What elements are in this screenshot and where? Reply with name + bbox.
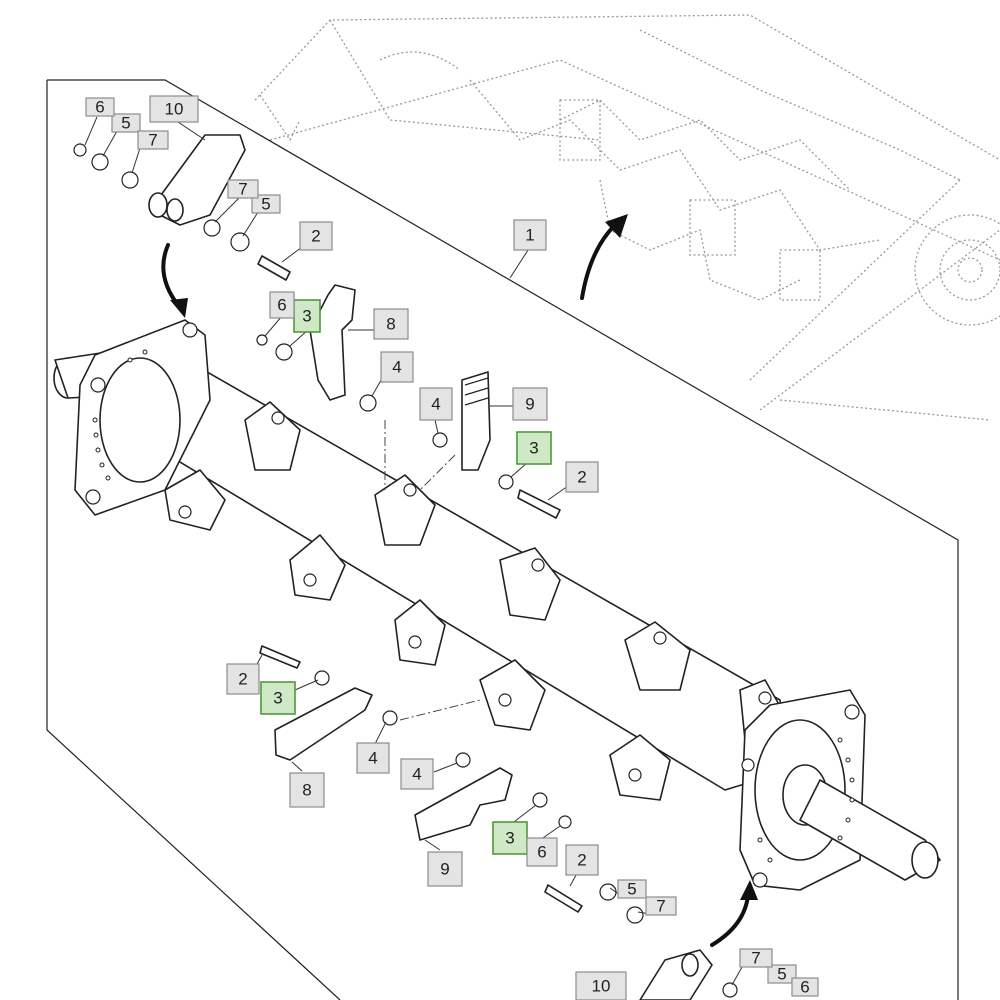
callout-3: 3 — [293, 299, 321, 333]
callout-2: 2 — [565, 844, 599, 876]
callout-label: 6 — [95, 98, 104, 117]
callout-4: 4 — [356, 742, 390, 774]
callout-2: 2 — [226, 663, 260, 695]
callout-label: 6 — [537, 843, 546, 862]
callout-6: 6 — [269, 291, 295, 319]
install-arrow-left — [161, 243, 188, 318]
assembly-frame — [46, 79, 959, 1000]
callout-label: 9 — [525, 395, 534, 414]
callout-3: 3 — [492, 821, 528, 855]
knife-holder-bottom — [639, 880, 758, 1000]
callout-label: 3 — [529, 439, 538, 458]
callout-10: 10 — [575, 971, 627, 1000]
callout-label: 4 — [368, 749, 377, 768]
callout-2: 2 — [299, 221, 333, 251]
callout-5: 5 — [111, 113, 141, 133]
callout-label: 5 — [627, 880, 636, 899]
callout-7: 7 — [227, 179, 259, 199]
callout-6: 6 — [85, 97, 115, 117]
callout-label: 2 — [311, 227, 320, 246]
callout-5: 5 — [251, 194, 281, 214]
callout-7: 7 — [645, 896, 677, 916]
callout-label: 5 — [777, 965, 786, 984]
callout-label: 3 — [302, 307, 311, 326]
callout-label: 10 — [165, 100, 184, 119]
knife-9-upper — [419, 371, 561, 519]
callout-4: 4 — [380, 351, 414, 383]
callout-label: 2 — [238, 670, 247, 689]
callout-2: 2 — [565, 461, 599, 493]
install-arrow-upper — [580, 214, 628, 300]
callout-8: 8 — [373, 308, 409, 340]
callout-label: 4 — [392, 358, 401, 377]
callout-label: 10 — [592, 977, 611, 996]
callout-6: 6 — [791, 977, 819, 997]
callout-8: 8 — [289, 772, 325, 808]
callout-label: 2 — [577, 851, 586, 870]
callout-10: 10 — [149, 95, 199, 123]
left-flange — [74, 319, 211, 516]
callout-label: 7 — [238, 180, 247, 199]
callout-label: 3 — [505, 829, 514, 848]
callout-label: 7 — [751, 949, 760, 968]
knife-holder-top — [73, 134, 291, 281]
callout-3: 3 — [516, 431, 552, 465]
leader-lines — [84, 116, 743, 986]
callout-label: 5 — [121, 114, 130, 133]
callout-label: 2 — [577, 468, 586, 487]
callout-label: 8 — [302, 781, 311, 800]
callout-label: 3 — [273, 689, 282, 708]
callout-label: 4 — [412, 765, 421, 784]
knife-8-upper — [256, 284, 386, 490]
callout-7: 7 — [739, 948, 773, 968]
right-flange — [739, 689, 941, 891]
callout-label: 7 — [656, 897, 665, 916]
callout-label: 7 — [148, 131, 157, 150]
callout-label: 8 — [386, 315, 395, 334]
callout-6: 6 — [526, 837, 558, 867]
callout-label: 5 — [261, 195, 270, 214]
background-machine-outline — [254, 14, 1000, 421]
callout-1: 1 — [513, 219, 547, 251]
callout-label: 1 — [525, 226, 534, 245]
callout-9: 9 — [512, 387, 548, 421]
knife-8-lower — [259, 645, 481, 761]
knife-9-lower — [414, 752, 644, 924]
callout-label: 6 — [800, 978, 809, 997]
callout-4: 4 — [400, 758, 434, 790]
callout-4: 4 — [419, 387, 453, 421]
callout-9: 9 — [427, 851, 463, 887]
callout-5: 5 — [767, 964, 797, 984]
callout-label: 4 — [431, 395, 440, 414]
callout-7: 7 — [137, 130, 169, 150]
callout-5: 5 — [617, 879, 647, 899]
callout-label: 9 — [440, 860, 449, 879]
callout-3: 3 — [260, 681, 296, 715]
callout-label: 6 — [277, 296, 286, 315]
